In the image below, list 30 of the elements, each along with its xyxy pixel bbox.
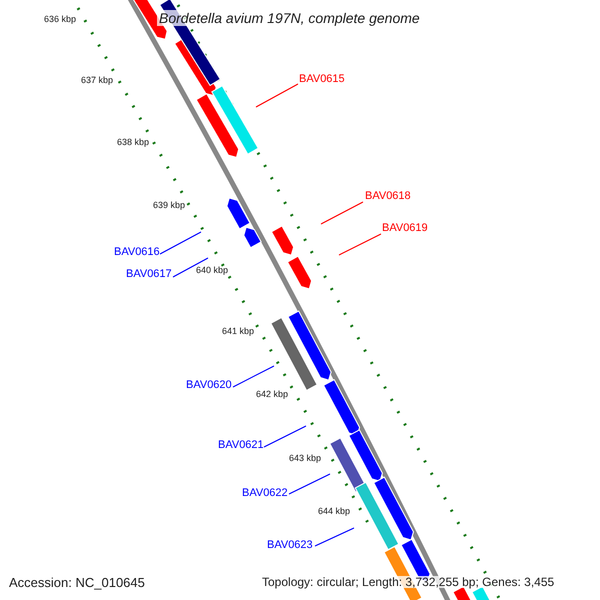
leader-line <box>320 202 364 224</box>
scale-tick-label: 640 kbp <box>196 266 228 275</box>
scale-tick-label: 638 kbp <box>117 138 150 147</box>
gene-label: BAV0623 <box>267 540 313 551</box>
leader-line <box>232 366 274 388</box>
scale-tick-label: 644 kbp <box>318 507 350 516</box>
leader-line <box>256 84 298 108</box>
gene-label: BAV0621 <box>218 440 264 451</box>
leader-line <box>264 426 306 448</box>
leader-line <box>172 258 208 278</box>
title: Bordetella avium 197N, complete genome <box>157 10 422 26</box>
gene-label: BAV0618 <box>365 191 411 202</box>
leader-line <box>314 528 354 546</box>
gene-label: BAV0616 <box>114 247 160 258</box>
gene-label: BAV0622 <box>242 488 288 499</box>
gene-label: BAV0617 <box>126 269 172 280</box>
gene-label: BAV0620 <box>186 380 232 391</box>
scale-tick-label: 642 kbp <box>256 390 288 399</box>
scale-tick-label: 637 kbp <box>81 76 114 85</box>
scale-tick-label: 636 kbp <box>44 15 76 24</box>
accession-text: Accession: NC_010645 <box>9 576 145 589</box>
genome-summary-text: Topology: circular; Length: 3,732,255 bp; Genes: 3,455 <box>262 576 554 588</box>
scale-tick-label: 639 kbp <box>153 201 186 210</box>
scale-tick-label: 641 kbp <box>222 327 254 336</box>
leader-line <box>338 234 382 256</box>
gene-label: BAV0615 <box>299 74 345 85</box>
scale-tick-label: 643 kbp <box>289 454 322 463</box>
gene-label: BAV0619 <box>382 223 428 234</box>
leader-line <box>160 232 202 254</box>
leader-line <box>288 474 330 494</box>
